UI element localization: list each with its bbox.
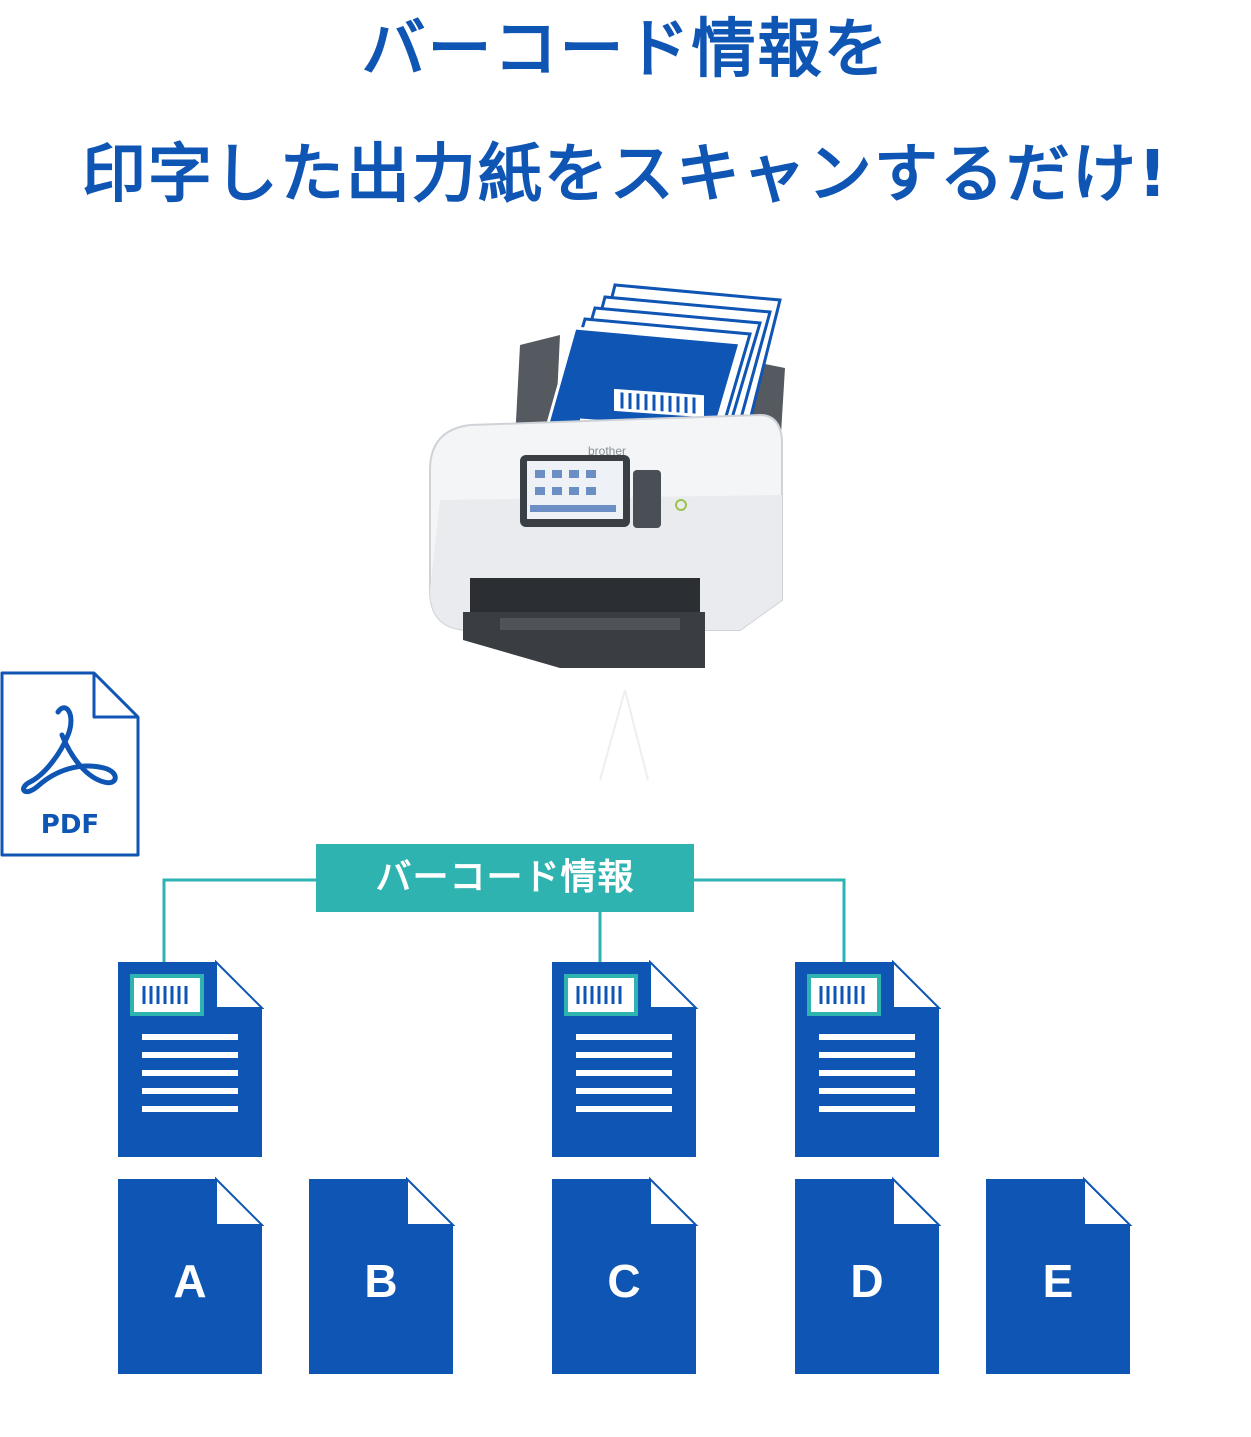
document-d-label: D	[850, 1255, 883, 1307]
pdf-icon: PDF	[0, 671, 140, 857]
barcode-sheet-1	[118, 959, 265, 1157]
document-b-label: B	[364, 1255, 397, 1307]
document-b: B	[309, 1176, 456, 1374]
headline-line-1: バーコード情報を	[361, 13, 890, 87]
scanner-brand: brother	[588, 444, 626, 458]
barcode-sheet-3	[795, 959, 942, 1157]
document-e: E	[986, 1176, 1133, 1374]
barcode-sheet-2	[552, 959, 699, 1157]
document-e-label: E	[1043, 1255, 1074, 1307]
document-a-label: A	[173, 1255, 206, 1307]
document-d: D	[795, 1176, 942, 1374]
pdf-label: PDF	[41, 810, 99, 840]
paper-stack	[543, 283, 782, 466]
document-c-label: C	[607, 1255, 640, 1307]
barcode-info-label: バーコード情報	[316, 844, 694, 912]
document-c: C	[552, 1176, 699, 1374]
document-a: A	[118, 1176, 265, 1374]
scanner-illustration: brother	[429, 283, 785, 668]
headline-line-2: 印字した出力紙をスキャンするだけ!	[81, 138, 1170, 212]
